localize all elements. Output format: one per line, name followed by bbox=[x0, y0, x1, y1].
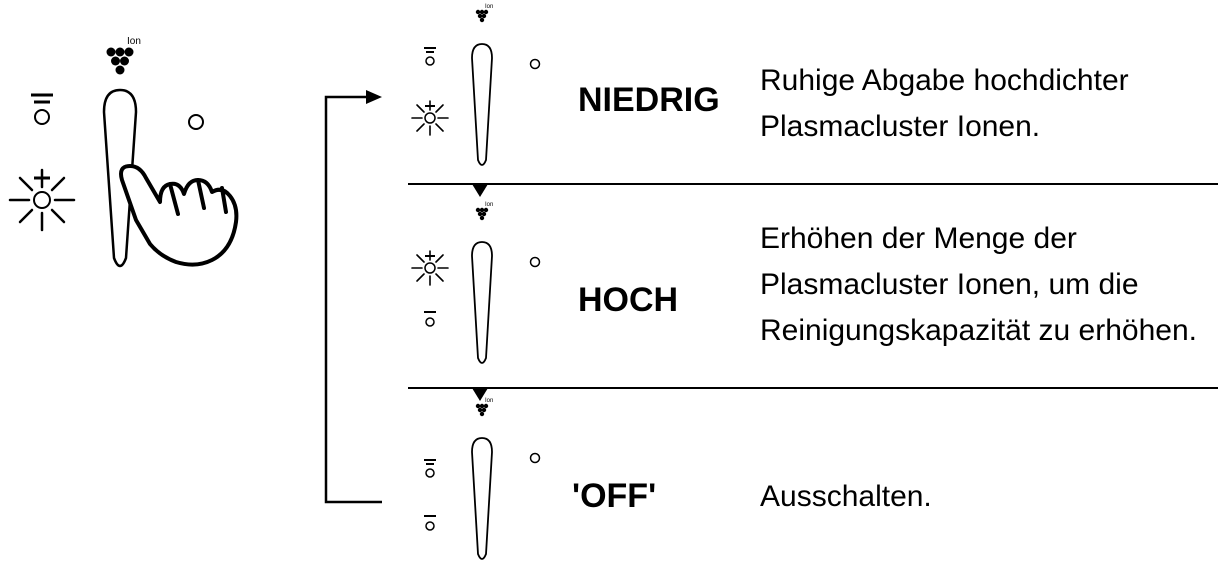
pointing-hand-icon bbox=[119, 164, 239, 267]
svg-text:Ion: Ion bbox=[485, 398, 493, 404]
mode-touch-button-icon bbox=[471, 241, 493, 364]
mode-description-niedrig: Ruhige Abgabe hochdichter Plasmacluster … bbox=[760, 58, 1129, 150]
ion-cluster-icon: Ion bbox=[106, 36, 141, 75]
heading-fragment bbox=[0, 0, 700, 8]
ion-icon-label: Ion bbox=[127, 36, 141, 47]
mode-touch-button-icon bbox=[471, 437, 493, 560]
overview-panel: Ion bbox=[8, 36, 239, 268]
mode-description-hoch: Erhöhen der Menge der Plasmacluster Ione… bbox=[760, 216, 1197, 354]
level-low-lit-icon bbox=[8, 168, 76, 232]
mode-description-line: Erhöhen der Menge der bbox=[760, 222, 1077, 255]
mode-description-line: Reinigungskapazität zu erhöhen. bbox=[760, 314, 1197, 347]
svg-text:Ion: Ion bbox=[485, 4, 493, 10]
mode-label-hoch: HOCH bbox=[578, 281, 679, 319]
mode-description-line: Plasmacluster Ionen, um die bbox=[760, 268, 1139, 301]
mode-description-line: Ruhige Abgabe hochdichter bbox=[760, 64, 1129, 97]
mode-power-led-icon bbox=[529, 58, 541, 70]
svg-text:Ion: Ion bbox=[485, 202, 493, 208]
mode-description-off: Ausschalten. bbox=[760, 474, 932, 520]
cycle-arrow bbox=[324, 90, 382, 504]
mode-label-off: 'OFF' bbox=[572, 477, 657, 515]
mode-power-led-icon bbox=[529, 256, 541, 268]
mode-power-led-icon bbox=[529, 452, 541, 464]
mode-touch-button-icon bbox=[471, 43, 493, 166]
level-high-indicator-icon bbox=[31, 93, 53, 125]
mode-description-line: Ausschalten. bbox=[760, 480, 932, 513]
mode-label-niedrig: NIEDRIG bbox=[578, 81, 720, 119]
mode-panel-icon-0: Ion bbox=[411, 4, 541, 166]
mode-panel-icon-1: Ion bbox=[411, 202, 541, 364]
row-arrow-2 bbox=[472, 388, 488, 401]
row-arrow-1 bbox=[472, 184, 488, 197]
power-led-icon bbox=[188, 114, 204, 130]
mode-panel-icon-2: Ion bbox=[424, 398, 541, 560]
mode-description-line: Plasmacluster Ionen. bbox=[760, 110, 1041, 143]
